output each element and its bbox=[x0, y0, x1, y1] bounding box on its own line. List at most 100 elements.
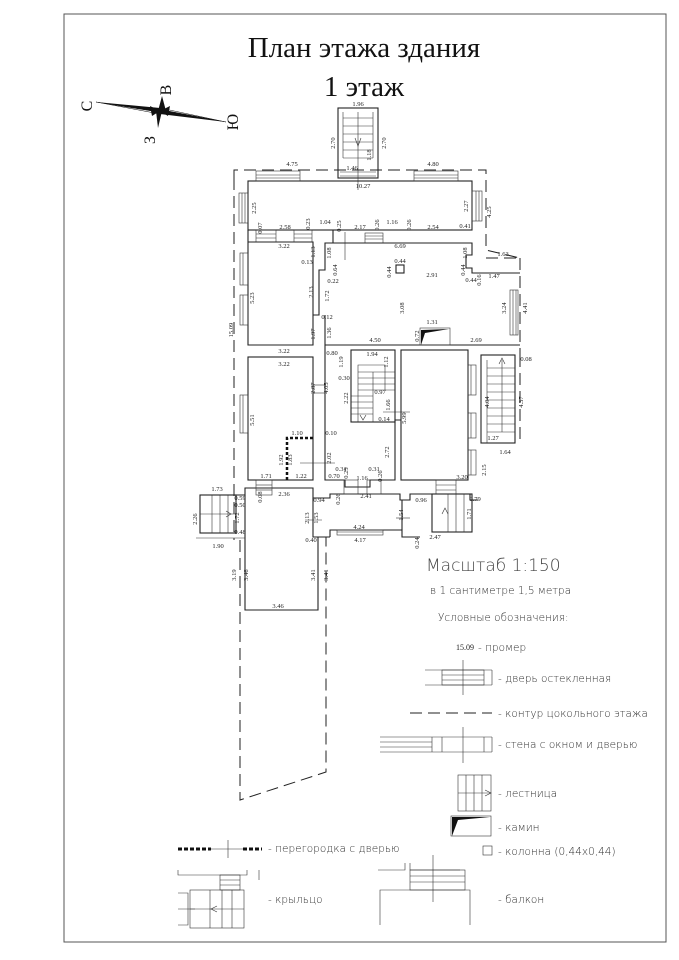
legend-item-fireplace: - камин bbox=[498, 822, 540, 834]
dim-label: 1.47 bbox=[488, 273, 500, 280]
dim-label: 2.54 bbox=[427, 224, 439, 231]
dim-label: 2.87 bbox=[310, 382, 317, 394]
dim-label: 0.07 bbox=[257, 222, 264, 234]
dim-label: 1.16 bbox=[356, 475, 368, 482]
dim-label: 2.22 bbox=[343, 392, 350, 403]
dim-label: 2.02 bbox=[326, 452, 333, 463]
column-icon bbox=[395, 264, 405, 274]
dim-label: 2.36 bbox=[278, 491, 290, 498]
dim-label: 2.47 bbox=[429, 534, 441, 541]
legend-item-balcony: - балкон bbox=[498, 894, 544, 906]
dim-label: 15.09 bbox=[228, 323, 235, 338]
dim-label: 3.46 bbox=[272, 603, 284, 610]
dim-label: 1.22 bbox=[295, 473, 306, 480]
dim-label: 0.16 bbox=[476, 274, 483, 286]
dim-label: 1.94 bbox=[366, 351, 378, 358]
legend-item-porch: - крыльцо bbox=[268, 894, 323, 906]
dim-label: 4.41 bbox=[522, 302, 529, 313]
dim-label: 0.12 bbox=[321, 314, 332, 321]
dim-label: 0.80 bbox=[326, 350, 337, 357]
dim-label: 1.10 bbox=[291, 430, 302, 437]
dim-label: 0.31 bbox=[368, 466, 379, 473]
dim-label: 10.27 bbox=[356, 183, 371, 190]
compass-rose-icon bbox=[95, 96, 227, 128]
dim-label: 0.70 bbox=[328, 473, 339, 480]
dim-label: 0.44 bbox=[460, 264, 467, 276]
wall-window-door-symbol-icon bbox=[380, 727, 493, 763]
scale-label: Масштаб 1:150 bbox=[426, 556, 561, 576]
dim-label: 0.94 bbox=[313, 497, 325, 504]
dim-label: 3.20 bbox=[456, 474, 467, 481]
building-walls bbox=[196, 107, 521, 801]
dim-label: 5.23 bbox=[249, 292, 256, 303]
dim-label: 0.22 bbox=[327, 278, 338, 285]
dim-label: 1.46 bbox=[346, 165, 358, 172]
dim-label: 1.72 bbox=[324, 290, 331, 301]
dim-label: 0.97 bbox=[374, 389, 386, 396]
dim-label: 0.25 bbox=[343, 467, 350, 478]
dim-label: 2.27 bbox=[463, 200, 470, 212]
dim-label: 1.71 bbox=[260, 473, 271, 480]
dim-label: 2.72 bbox=[384, 446, 391, 457]
dim-label: 1.66 bbox=[385, 399, 392, 411]
legend-item-column: - колонна (0,44х0,44) bbox=[498, 846, 616, 858]
dim-label: 3.19 bbox=[231, 569, 238, 580]
compass-south-label: Ю bbox=[225, 114, 242, 130]
dim-label: 2.13 bbox=[308, 286, 315, 297]
dim-label: 0.72 bbox=[414, 330, 421, 341]
dim-label: 0.96 bbox=[415, 497, 427, 504]
legend-heading: Условные обозначения: bbox=[438, 612, 569, 624]
dim-label: 0.79 bbox=[469, 496, 480, 503]
dim-label: 4.80 bbox=[427, 161, 438, 168]
dim-label: 0.26 bbox=[406, 219, 413, 231]
legend-item-dimension: - промер bbox=[478, 642, 526, 654]
dim-label: 2.70 bbox=[330, 137, 337, 148]
dim-label: 0.26 bbox=[377, 470, 384, 482]
dim-label: 4.17 bbox=[354, 537, 366, 544]
legend-item-partition: - перегородка с дверью bbox=[268, 843, 400, 855]
dim-label: 0.24 bbox=[414, 537, 421, 549]
dim-label: 1.16 bbox=[386, 219, 398, 226]
sheet-border bbox=[63, 13, 667, 943]
dim-label: 0.64 bbox=[332, 264, 339, 276]
dim-label: 1.18 bbox=[366, 149, 373, 160]
dim-label: 0.25 bbox=[336, 220, 343, 231]
dim-label: 3.24 bbox=[501, 302, 508, 314]
legend-item-basement-outline: - контур цокольного этажа bbox=[498, 708, 648, 720]
dim-label: 0.41 bbox=[459, 223, 470, 230]
dim-label: 1.31 bbox=[426, 319, 437, 326]
compass-north-label: С bbox=[79, 101, 96, 112]
legend-item-glazed-door: - дверь остекленная bbox=[498, 673, 611, 685]
dim-label: 1.92 bbox=[278, 454, 285, 465]
dim-label: 2.26 bbox=[192, 513, 199, 525]
dim-label: 3.08 bbox=[399, 302, 406, 313]
dim-label: 0.30 bbox=[338, 375, 349, 382]
dim-label: 1.36 bbox=[326, 327, 333, 339]
dim-label: 2.25 bbox=[251, 202, 258, 213]
dim-label: 2.13 bbox=[304, 512, 311, 523]
dim-label: 0.40 bbox=[305, 537, 316, 544]
dim-label: 0.23 bbox=[305, 218, 312, 229]
dim-label: 1.72 bbox=[234, 512, 241, 523]
dim-label: 2.41 bbox=[360, 493, 371, 500]
partition-door-symbol-icon bbox=[178, 840, 262, 858]
compass-west-label: З bbox=[142, 136, 159, 144]
legend-item-stair: - лестница bbox=[498, 788, 557, 800]
dim-label: 2.91 bbox=[426, 272, 437, 279]
fireplace-icon bbox=[421, 329, 449, 345]
porch-symbol-icon bbox=[177, 870, 260, 929]
dim-label: 0.08 bbox=[257, 491, 264, 502]
dim-label: 0.50 bbox=[234, 502, 245, 509]
dim-label: 3.41 bbox=[323, 569, 330, 580]
dim-label: 0.14 bbox=[378, 416, 390, 423]
legend: 15.09 - промер - дверь остекленная - кон… bbox=[177, 642, 648, 929]
column-symbol-icon bbox=[482, 845, 493, 856]
dim-label: 0.08 bbox=[520, 356, 531, 363]
dim-label: 1.19 bbox=[338, 356, 345, 367]
fireplace-symbol-icon bbox=[450, 815, 492, 837]
dim-label: 3.22 bbox=[278, 243, 289, 250]
dimension-labels: 1.96 2.70 2.70 1.18 1.46 4.75 4.80 10.27… bbox=[192, 101, 532, 610]
dim-label: 4.50 bbox=[369, 337, 380, 344]
dim-label: 4.75 bbox=[286, 161, 297, 168]
